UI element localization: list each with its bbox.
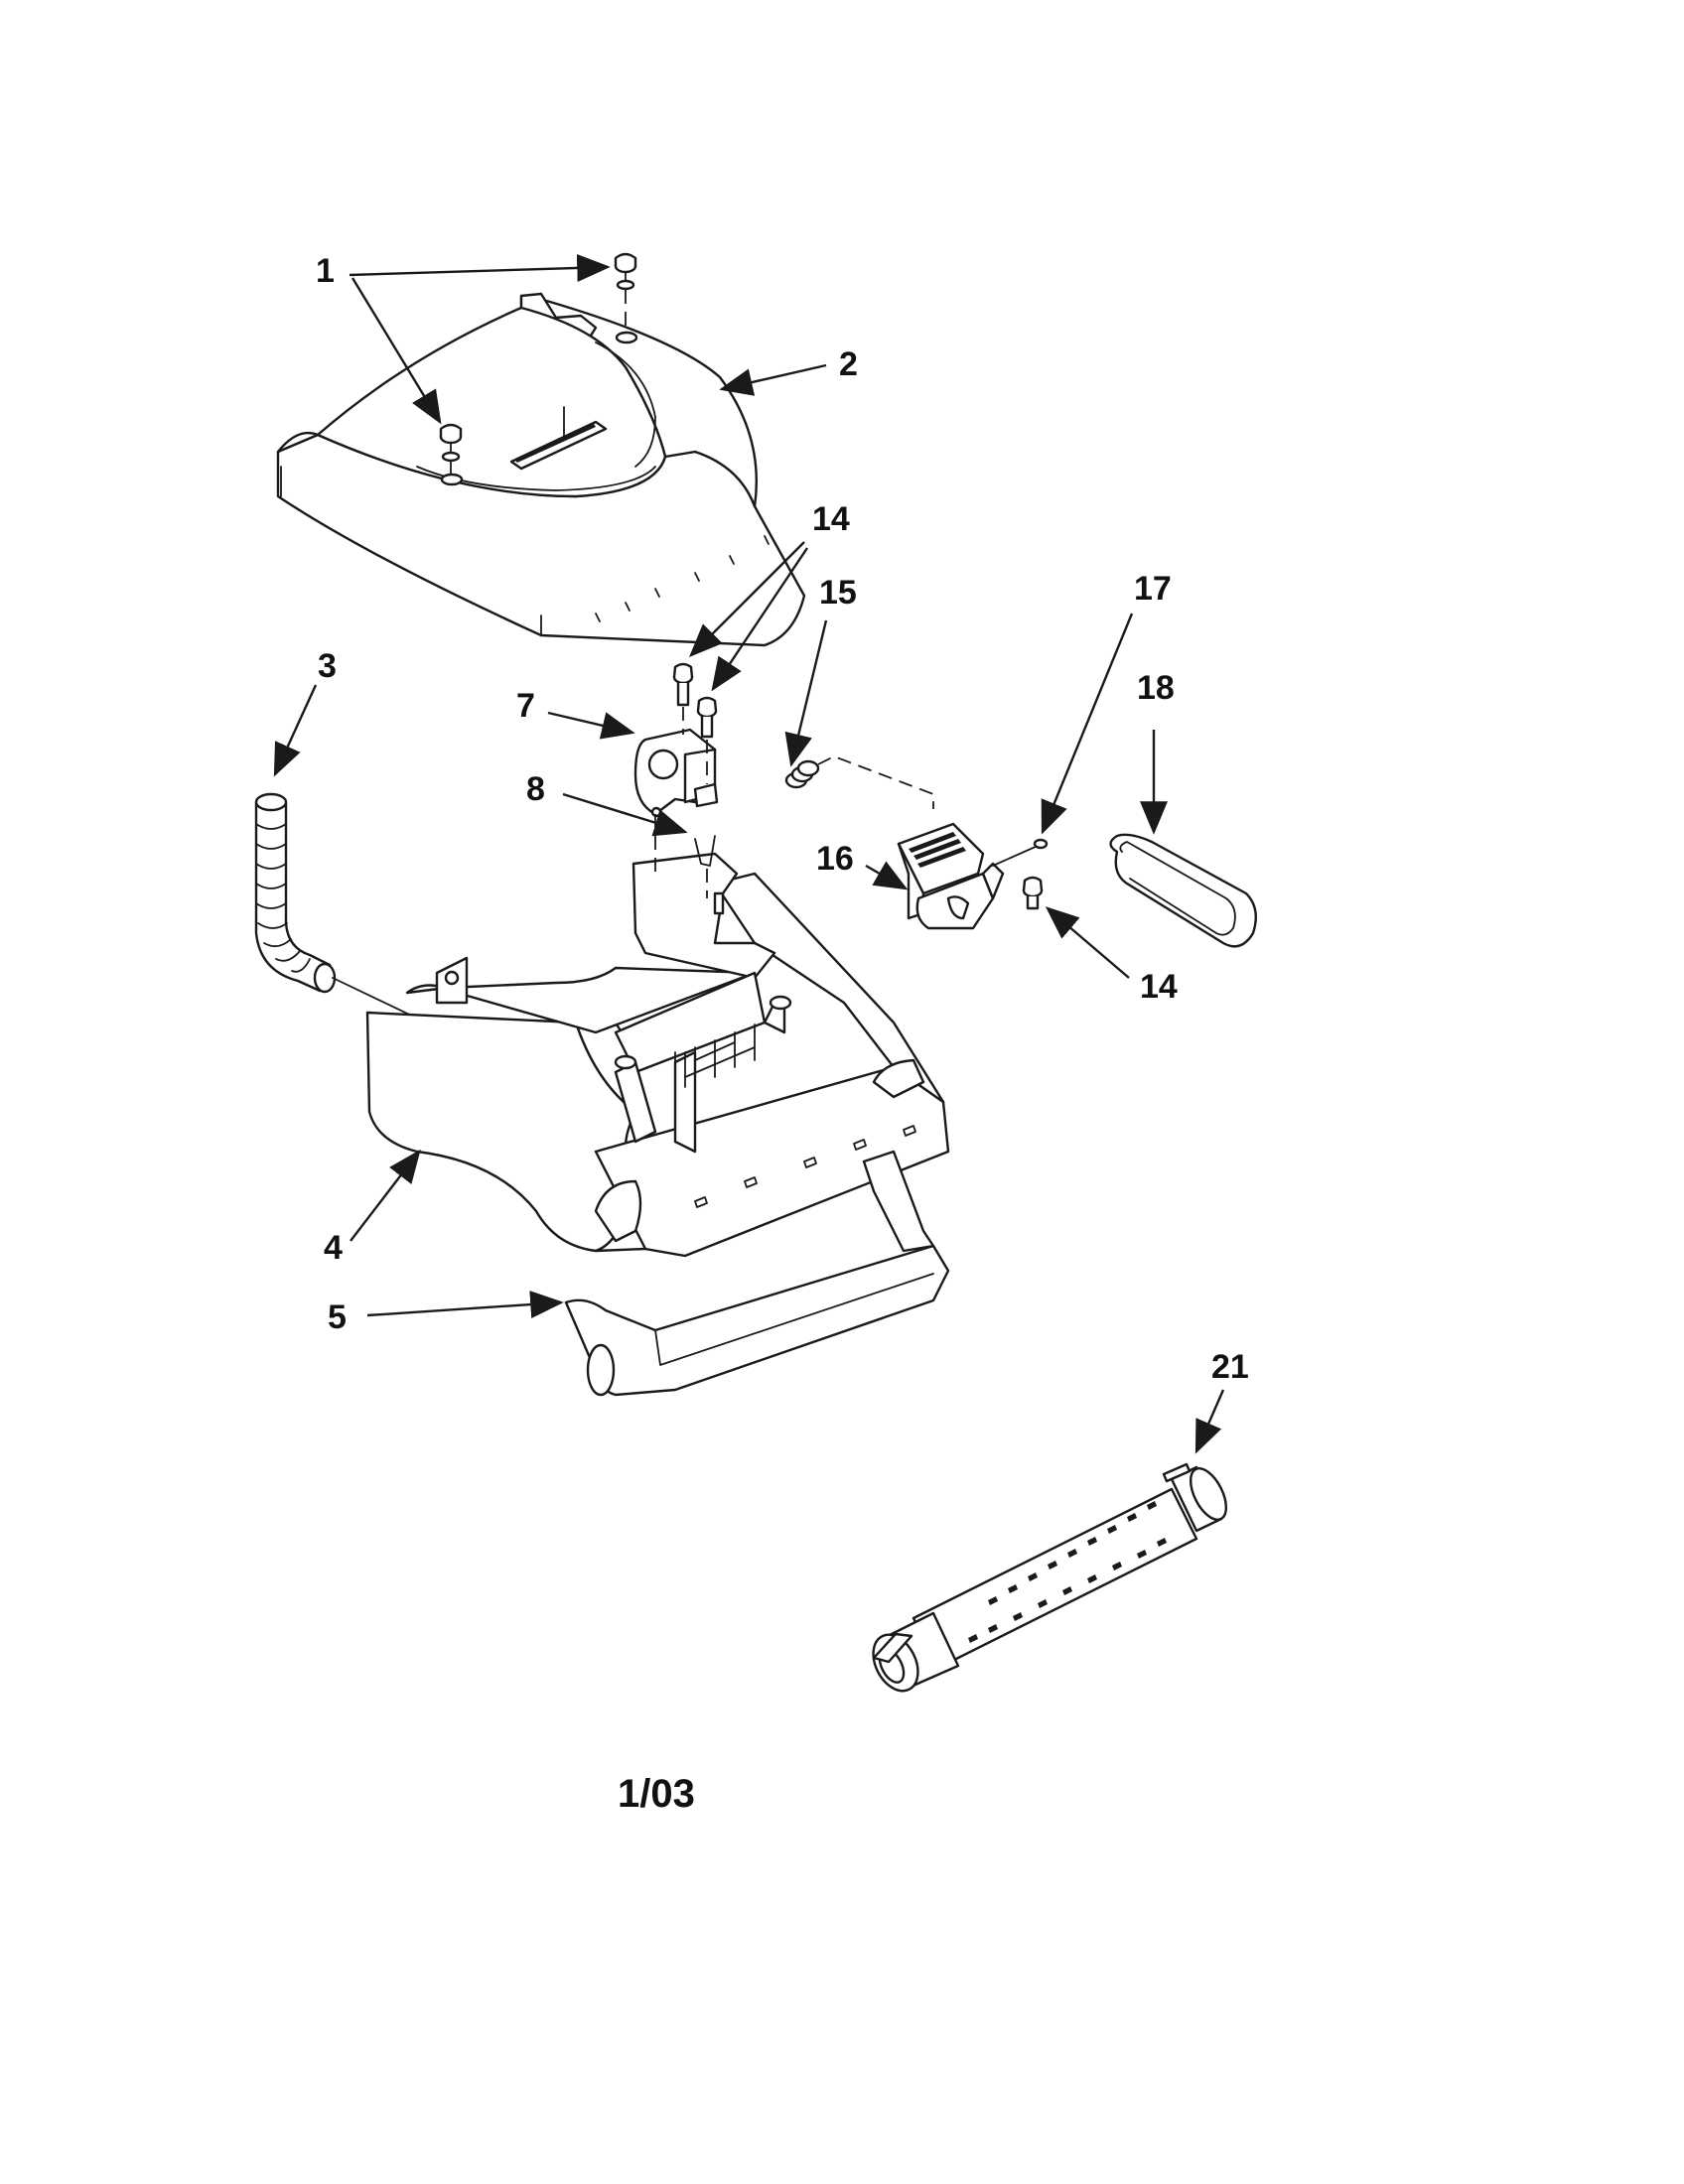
part-17-pin [992, 838, 1049, 867]
callout-16: 16 [816, 840, 854, 878]
screw-left [439, 423, 463, 463]
part-7-bracket [633, 728, 719, 872]
callout-14-bottom: 14 [1140, 968, 1178, 1006]
screw-14-a [672, 662, 694, 707]
callout-labels: 1 2 3 4 5 7 8 14 15 16 17 18 14 21 [316, 252, 1249, 1386]
screw-right [614, 252, 637, 291]
part-21-brush-roll [872, 1462, 1228, 1693]
callout-5: 5 [328, 1298, 347, 1336]
part-5-bottom-plate [564, 1150, 950, 1397]
part-1-screws [439, 252, 637, 475]
brush-bristles [968, 1501, 1167, 1643]
callout-8: 8 [526, 770, 545, 808]
screw-14-b [696, 696, 718, 739]
callout-2: 2 [839, 345, 858, 383]
callout-7: 7 [516, 687, 535, 725]
callout-21: 21 [1211, 1348, 1249, 1386]
part-8-clip [694, 835, 716, 898]
switch-grip-texture [909, 832, 966, 868]
callout-18: 18 [1137, 669, 1175, 707]
callout-1: 1 [316, 252, 335, 290]
part-2-hood-cover [276, 292, 806, 647]
part-18-belt [1109, 833, 1257, 948]
callout-4: 4 [324, 1229, 343, 1267]
part-15-spring [784, 755, 934, 809]
part-3-hose [254, 792, 423, 1022]
part-16-switch [897, 822, 1005, 930]
diagram-date-code: 1/03 [618, 1772, 695, 1816]
callout-17: 17 [1134, 570, 1172, 608]
leader-lines [273, 253, 1225, 1454]
part-4-base-housing [365, 852, 950, 1258]
part-14-upper-screws [672, 662, 718, 784]
base-slots [694, 1125, 916, 1208]
callout-15: 15 [819, 574, 857, 612]
base-internal-ribs [674, 1024, 756, 1088]
callout-14-top: 14 [812, 500, 850, 538]
callout-3: 3 [318, 647, 337, 685]
part-14-lower-screw [1022, 876, 1044, 910]
